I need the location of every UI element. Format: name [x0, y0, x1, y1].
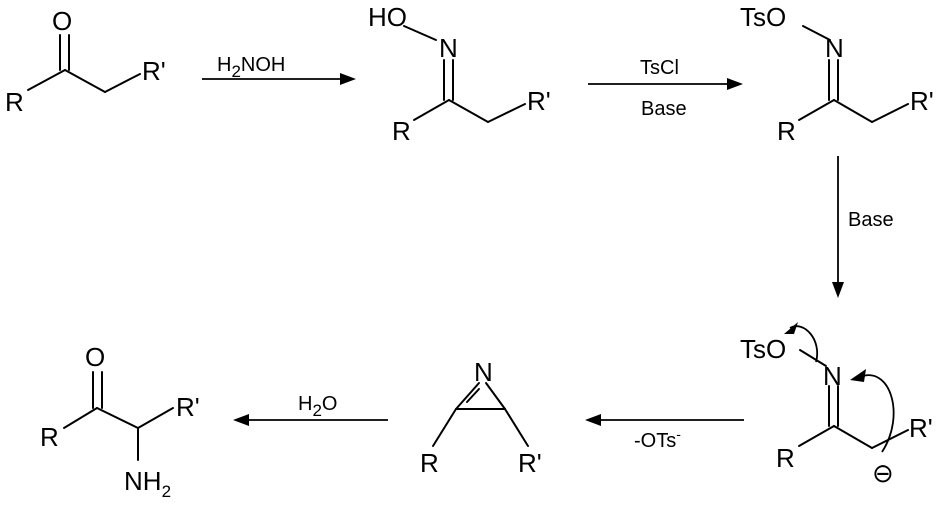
reaction-arrow-2: TsCl Base	[588, 57, 743, 120]
nitrogen-label: N	[823, 361, 842, 391]
bond	[871, 103, 909, 123]
reagent-base: Base	[641, 98, 687, 120]
r-prime-label: R'	[518, 448, 542, 478]
double-bond	[466, 388, 480, 403]
bond	[448, 99, 489, 123]
r-label: R	[776, 443, 795, 473]
curly-arrow-head-icon	[850, 369, 866, 382]
ketone-structure: O R R'	[5, 6, 166, 117]
r-prime-label: R'	[527, 86, 551, 116]
bond	[871, 429, 909, 449]
bond	[455, 382, 480, 410]
r-prime-label: R'	[909, 413, 933, 443]
hydroxyl-label: HO	[368, 2, 407, 32]
carbanion-structure: TsO N R R' ⊖	[740, 322, 933, 488]
oxygen-label: O	[52, 6, 72, 36]
reagent-base: Base	[848, 209, 894, 231]
bond	[27, 69, 66, 91]
nitrogen-label: N	[825, 33, 844, 63]
bond	[137, 407, 174, 429]
bond	[104, 73, 141, 93]
r-label: R	[5, 87, 24, 117]
bond	[487, 103, 526, 123]
r-prime-label: R'	[142, 56, 166, 86]
bond	[63, 407, 98, 429]
curly-arrow-head-icon	[784, 322, 798, 334]
tosyloxy-label: TsO	[740, 2, 786, 32]
curly-arrow-icon	[859, 374, 895, 453]
reaction-arrow-4: -OTs-	[585, 414, 744, 452]
reagent-hydroxylamine: H2NOH	[217, 54, 285, 81]
bond	[413, 99, 450, 121]
tosyloxy-label: TsO	[740, 334, 786, 364]
reaction-arrow-1: H2NOH	[202, 54, 356, 85]
r-prime-label: R'	[910, 86, 934, 116]
reaction-arrow-5: H2O	[233, 393, 388, 426]
reagent-tosylate-leaving: -OTs-	[634, 426, 681, 452]
nitrogen-label: N	[474, 357, 493, 387]
bond	[96, 407, 139, 429]
r-prime-label: R'	[176, 392, 200, 422]
nitrogen-label: N	[439, 33, 458, 63]
oxygen-label: O	[85, 342, 105, 372]
oxime-tosylate-structure: TsO N R R'	[740, 2, 934, 146]
bond	[798, 425, 835, 447]
amine-label: NH2	[124, 466, 171, 501]
r-label: R	[40, 422, 59, 452]
bond	[833, 425, 873, 449]
bond	[485, 382, 506, 410]
r-label: R	[777, 116, 796, 146]
r-label: R	[392, 116, 411, 146]
bond	[432, 408, 457, 447]
reaction-arrow-3: Base	[832, 156, 894, 298]
bond	[504, 408, 529, 447]
bond	[798, 99, 835, 121]
reagent-tosyl-chloride: TsCl	[640, 57, 679, 79]
bond	[403, 25, 437, 41]
aminoketone-structure: O R R' NH2	[40, 342, 200, 501]
bond	[799, 349, 827, 367]
oxime-structure: HO N R R'	[368, 2, 551, 146]
azirine-structure: N R R'	[420, 357, 542, 478]
negative-charge-icon: ⊖	[872, 458, 894, 488]
bond	[802, 25, 831, 41]
bond	[64, 69, 106, 93]
reagent-water: H2O	[298, 393, 337, 420]
bond	[833, 99, 873, 123]
r-label: R	[420, 448, 439, 478]
